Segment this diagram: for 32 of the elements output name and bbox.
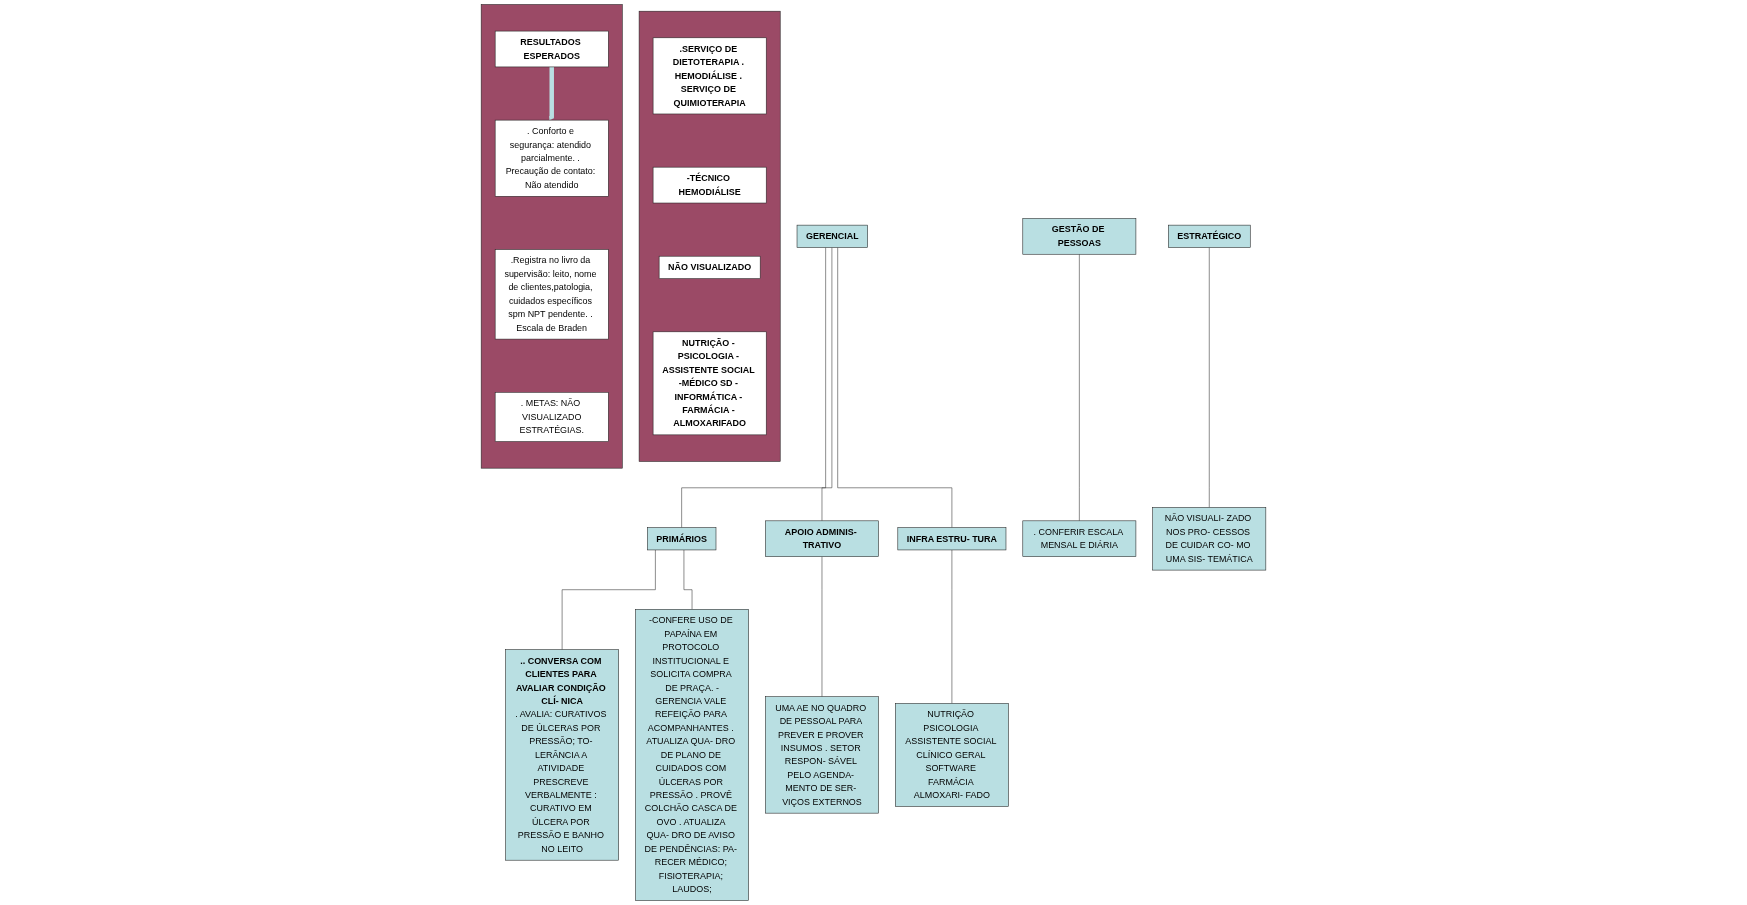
cluster bbox=[638, 10, 781, 462]
node-box: NÃO VISUALI- ZADO NOS PRO- CESSOS DE CUIDAR CO- MO UMA SIS- TEMÁTICA bbox=[1152, 507, 1267, 571]
connector bbox=[561, 549, 656, 650]
connector bbox=[1209, 247, 1210, 508]
node-box: NÃO VISUALIZADO bbox=[658, 255, 761, 279]
node-box: NUTRIÇÃO - PSICOLOGIA - ASSISTENTE SOCIAL -MÉDICO SD - INFORMÁTICA - FARMÁCIA - ALMOXARIFADO bbox=[652, 331, 767, 436]
node-box: -CONFERE USO DE PAPAÍNA EM PROTOCOLO INSTITUCIONAL E SOLICITA COMPRA DE PRAÇA. -GERENCIA VALE REFEIÇÃO PARA ACOMPANHANTES . ATUALIZA QUA- DRO DE PLANO DE CUIDADOS COM ÚLCERAS POR PRESSÃO . PROVÊ COLCHÃO CASCA DE OVO . ATUALIZA QUA- DRO DE AVISO DE PENDÊNCIAS: PA- RECER MÉDICO; FISIOTERAPIA; LAUDOS; bbox=[635, 609, 749, 901]
node-box: PRIMÁRIOS bbox=[647, 527, 717, 551]
node-box: ESTRATÉGICO bbox=[1168, 224, 1251, 248]
cluster bbox=[480, 4, 623, 469]
node-box: . METAS: NÃO VISUALIZADO ESTRATÉGIAS. bbox=[494, 392, 609, 442]
node-box: -TÉCNICO HEMODIÁLISE bbox=[652, 166, 767, 204]
node-box: APOIO ADMINIS- TRATIVO bbox=[765, 520, 879, 557]
node-box: . CONFERIR ESCALA MENSAL E DIÁRIA bbox=[1022, 520, 1137, 557]
connector bbox=[951, 549, 953, 704]
connector bbox=[681, 247, 826, 528]
node-box: INFRA ESTRU- TURA bbox=[897, 527, 1007, 551]
node-box: . Conforto e segurança: atendido parcialmente. . Precaução de contato: Não atendido bbox=[494, 119, 609, 197]
connector bbox=[1079, 253, 1080, 522]
connector bbox=[837, 247, 953, 528]
node-box: UMA AE NO QUADRO DE PESSOAL PARA PREVER E PROVER INSUMOS . SETOR RESPON- SÁVEL PELO AGENDA- MENTO DE SER- VIÇOS EXTERNOS bbox=[765, 696, 879, 814]
connector bbox=[683, 549, 693, 610]
node-box: GESTÃO DE PESSOAS bbox=[1022, 218, 1137, 255]
node-box: GERENCIAL bbox=[796, 224, 868, 248]
node-box: .SERVIÇO DE DIETOTERAPIA . HEMODIÁLISE . SERVIÇO DE QUIMIOTERAPIA bbox=[652, 37, 767, 115]
node-box: .Registra no livro da supervisão: leito, nome de clientes,patologia, cuidados específicos spm NPT pendente. . Escala de Braden bbox=[494, 249, 609, 340]
connector bbox=[821, 247, 833, 522]
connector bbox=[821, 556, 823, 697]
node-box: RESULTADOS ESPERADOS bbox=[494, 30, 609, 68]
arrow bbox=[549, 66, 555, 121]
node-box: NUTRIÇÃO PSICOLOGIA ASSISTENTE SOCIAL CLÍNICO GERAL SOFTWARE FARMÁCIA ALMOXARI- FADO bbox=[895, 703, 1009, 807]
node-box: .. CONVERSA COM CLIENTES PARA AVALIAR CONDIÇÃO CLÍ- NICA . AVALIA: CURATIVOS DE ÚLCERAS POR PRESSÃO; TO- LERÂNCIA A ATIVIDADE PRESCREVE VERBALMENTE : CURATIVO EM ÚLCERA POR PRESSÃO E BANHO NO LEITO bbox=[505, 649, 619, 861]
